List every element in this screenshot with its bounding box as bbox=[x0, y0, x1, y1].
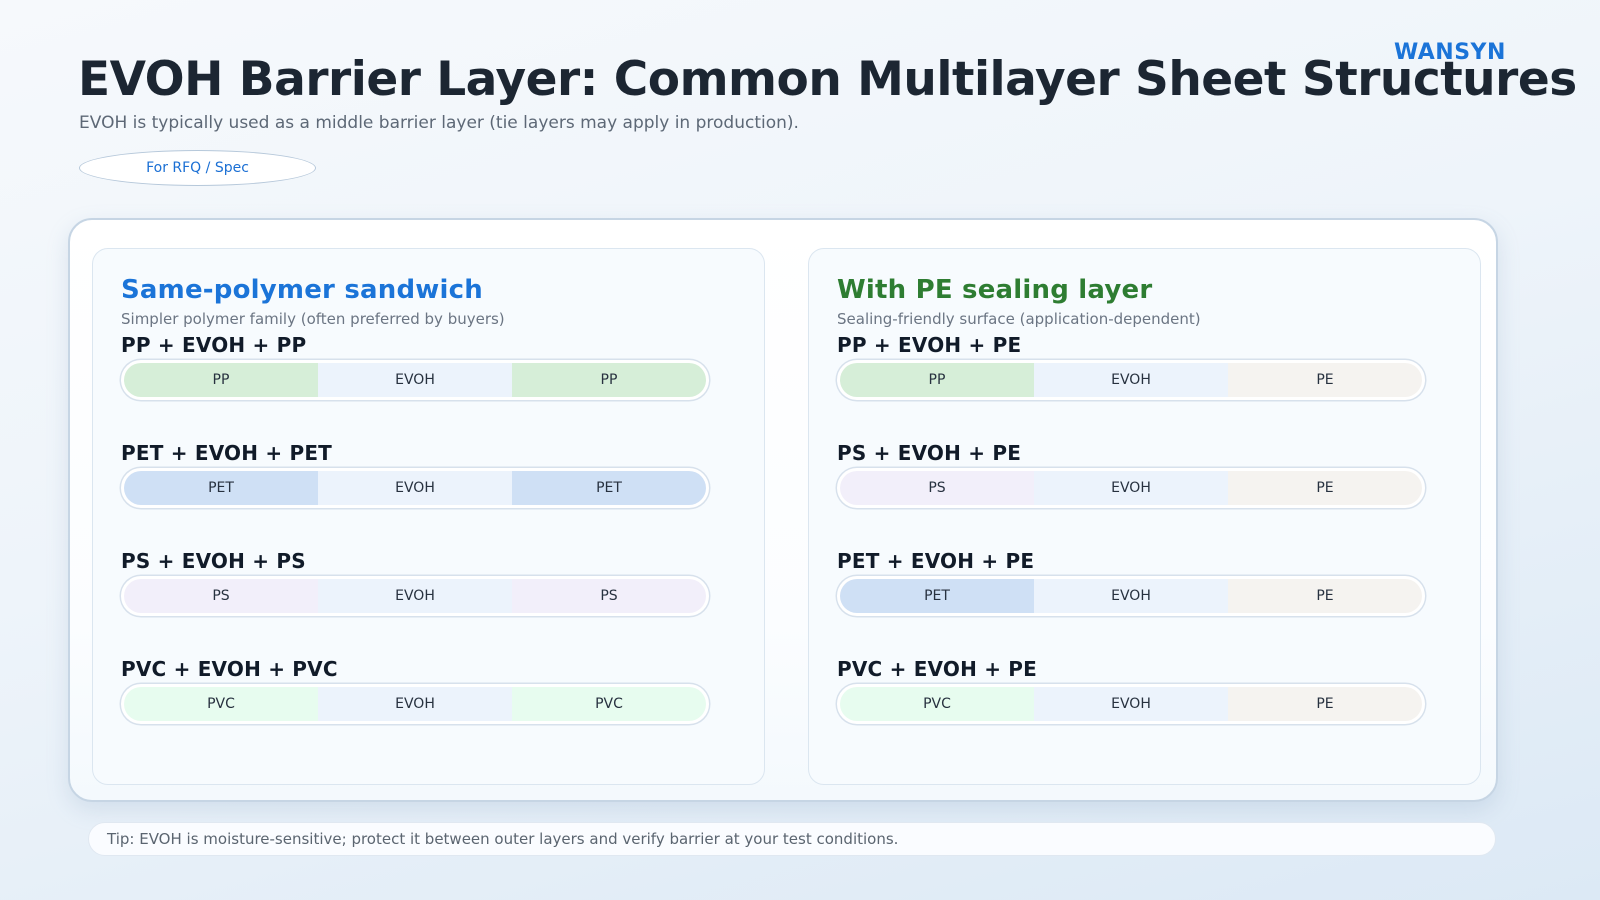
layer-segment-ps: PS bbox=[840, 471, 1034, 505]
rfq-spec-badge[interactable]: For RFQ / Spec bbox=[79, 150, 316, 186]
layer-segment-evoh: EVOH bbox=[1034, 471, 1228, 505]
layer-segment-evoh: EVOH bbox=[318, 363, 512, 397]
card-with-pe-sealing-layer: With PE sealing layer Sealing-friendly s… bbox=[808, 248, 1481, 785]
card-subtitle: Simpler polymer family (often preferred … bbox=[121, 310, 505, 328]
layer-segment-pvc: PVC bbox=[840, 687, 1034, 721]
structure-label: PVC + EVOH + PE bbox=[837, 657, 1038, 681]
structure-label: PVC + EVOH + PVC bbox=[121, 657, 338, 681]
layer-segment-evoh: EVOH bbox=[318, 687, 512, 721]
structure-label: PET + EVOH + PET bbox=[121, 441, 333, 465]
card-title: With PE sealing layer bbox=[837, 275, 1153, 305]
layer-segment-pvc: PVC bbox=[124, 687, 318, 721]
layer-segment-evoh: EVOH bbox=[1034, 363, 1228, 397]
layer-segment-ps: PS bbox=[512, 579, 706, 613]
layer-segment-pe: PE bbox=[1228, 687, 1422, 721]
layer-segment-evoh: EVOH bbox=[318, 471, 512, 505]
structure-label: PP + EVOH + PE bbox=[837, 333, 1022, 357]
structure-label: PS + EVOH + PS bbox=[121, 549, 306, 573]
rfq-spec-badge-label: For RFQ / Spec bbox=[146, 160, 249, 176]
layer-segment-pp: PP bbox=[512, 363, 706, 397]
layer-segment-pp: PP bbox=[124, 363, 318, 397]
tip-bar: Tip: EVOH is moisture-sensitive; protect… bbox=[88, 822, 1496, 856]
tip-text: Tip: EVOH is moisture-sensitive; protect… bbox=[107, 830, 899, 848]
card-title: Same-polymer sandwich bbox=[121, 275, 483, 305]
layer-segment-pe: PE bbox=[1228, 579, 1422, 613]
layer-segment-evoh: EVOH bbox=[1034, 687, 1228, 721]
card-subtitle: Sealing-friendly surface (application-de… bbox=[837, 310, 1201, 328]
layer-segment-evoh: EVOH bbox=[318, 579, 512, 613]
structure-label: PET + EVOH + PE bbox=[837, 549, 1035, 573]
layer-segment-ps: PS bbox=[124, 579, 318, 613]
layer-segment-pet: PET bbox=[512, 471, 706, 505]
layer-segment-pet: PET bbox=[840, 579, 1034, 613]
page-subtitle: EVOH is typically used as a middle barri… bbox=[79, 113, 799, 133]
page-title: EVOH Barrier Layer: Common Multilayer Sh… bbox=[78, 52, 1577, 107]
layer-segment-pp: PP bbox=[840, 363, 1034, 397]
layer-segment-pvc: PVC bbox=[512, 687, 706, 721]
brand-logo: WANSYN bbox=[1394, 40, 1506, 65]
structure-label: PP + EVOH + PP bbox=[121, 333, 307, 357]
card-same-polymer-sandwich: Same-polymer sandwich Simpler polymer fa… bbox=[92, 248, 765, 785]
layer-segment-pe: PE bbox=[1228, 363, 1422, 397]
layer-segment-evoh: EVOH bbox=[1034, 579, 1228, 613]
layer-segment-pet: PET bbox=[124, 471, 318, 505]
layer-segment-pe: PE bbox=[1228, 471, 1422, 505]
structures-panel: Same-polymer sandwich Simpler polymer fa… bbox=[68, 218, 1498, 802]
structure-label: PS + EVOH + PE bbox=[837, 441, 1022, 465]
